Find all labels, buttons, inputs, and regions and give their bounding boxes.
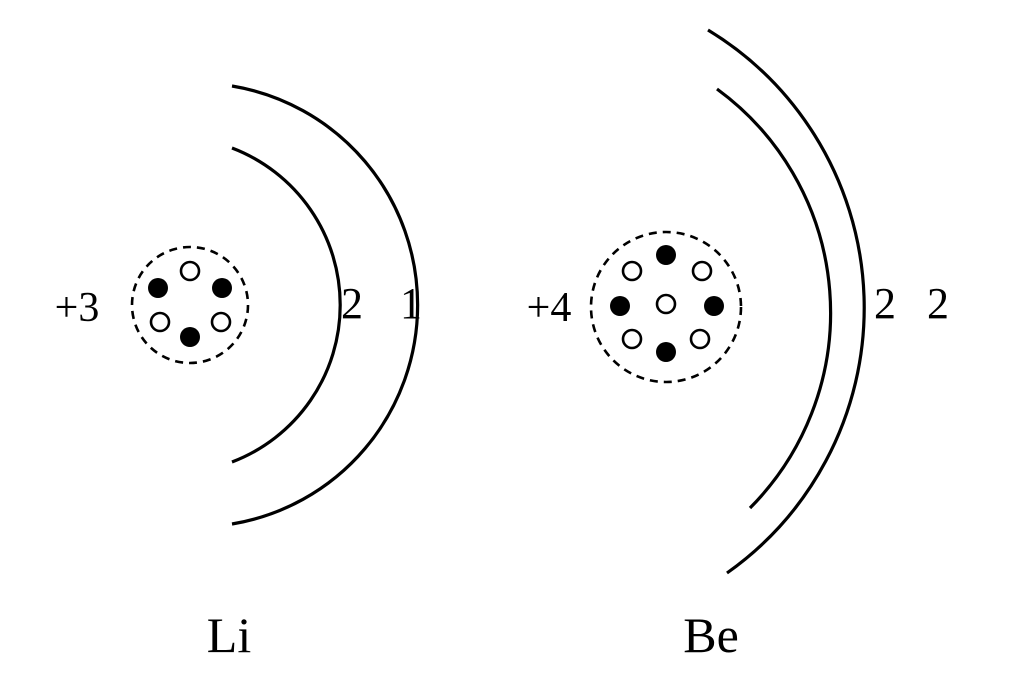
atom-li: +3 2 1 Li xyxy=(55,84,422,663)
li-proton xyxy=(148,278,168,298)
be-shell-1-arc xyxy=(716,87,833,510)
be-neutron xyxy=(655,293,677,315)
li-proton xyxy=(212,278,232,298)
be-neutron xyxy=(689,328,711,350)
be-shell-1-electron-count: 2 xyxy=(874,279,896,328)
be-neutron xyxy=(691,260,713,282)
be-nucleus-boundary xyxy=(589,230,743,384)
be-proton xyxy=(656,342,676,362)
li-neutron xyxy=(149,311,171,333)
li-nucleus-particles xyxy=(148,260,232,347)
li-neutron xyxy=(210,311,232,333)
be-neutron xyxy=(621,260,643,282)
li-proton xyxy=(180,327,200,347)
li-nuclear-charge: +3 xyxy=(55,285,100,331)
be-shell-2-arc xyxy=(707,28,866,575)
li-shell-1-electron-count: 2 xyxy=(341,279,363,328)
atom-be: +4 2 2 Be xyxy=(527,28,949,663)
be-proton xyxy=(656,245,676,265)
li-element-symbol: Li xyxy=(207,607,251,663)
be-proton xyxy=(704,296,724,316)
be-neutron xyxy=(621,328,643,350)
li-shell-1-arc xyxy=(231,146,342,464)
be-nuclear-charge: +4 xyxy=(527,285,572,331)
li-shell-2-electron-count: 1 xyxy=(400,279,422,328)
be-nucleus-particles xyxy=(610,245,724,362)
be-element-symbol: Be xyxy=(683,607,739,663)
li-neutron xyxy=(179,260,201,282)
be-shell-2-electron-count: 2 xyxy=(927,279,949,328)
li-nucleus-boundary xyxy=(130,245,250,365)
be-proton xyxy=(610,296,630,316)
li-shell-2-arc xyxy=(231,84,420,526)
